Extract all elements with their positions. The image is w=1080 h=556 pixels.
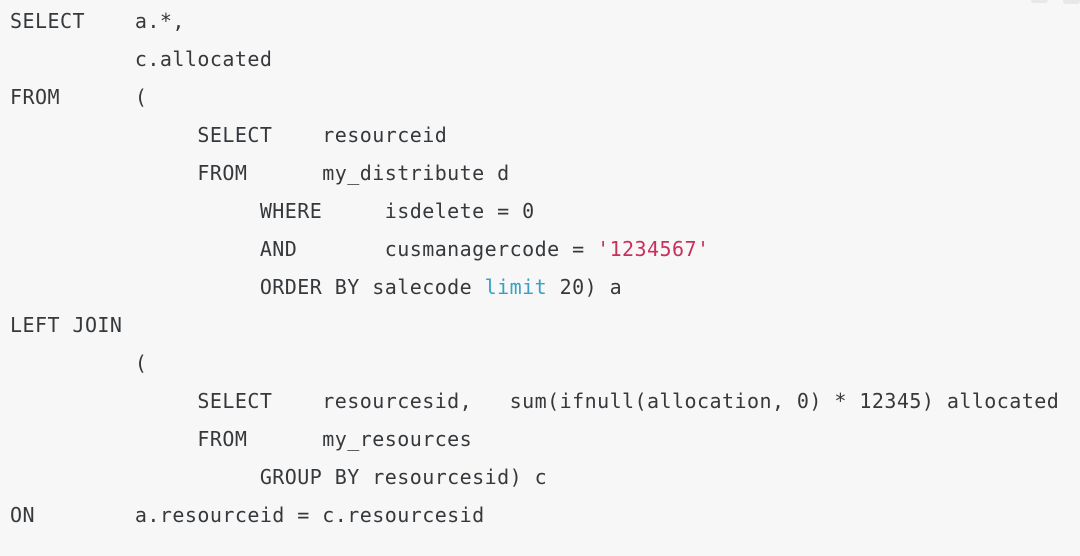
code-text: FROM my_distribute d xyxy=(10,161,510,185)
code-line: SELECT resourceid xyxy=(10,116,1080,154)
code-line: ON a.resourceid = c.resourcesid xyxy=(10,496,1080,534)
code-line: WHERE isdelete = 0 xyxy=(10,192,1080,230)
code-line: SELECT a.*, xyxy=(10,2,1080,40)
code-text: SELECT resourceid xyxy=(10,123,448,147)
code-text: c.allocated xyxy=(10,47,273,71)
cropped-button-artifact xyxy=(1063,0,1080,4)
code-text: GROUP BY resourcesid) c xyxy=(10,465,548,489)
code-line: GROUP BY resourcesid) c xyxy=(10,458,1080,496)
code-line: ( xyxy=(10,344,1080,382)
code-line: SELECT resourcesid, sum(ifnull(allocatio… xyxy=(10,382,1080,420)
code-line: FROM my_distribute d xyxy=(10,154,1080,192)
cropped-button-artifact xyxy=(1031,0,1048,3)
code-token-keyword: limit xyxy=(484,275,548,299)
code-line: FROM my_resources xyxy=(10,420,1080,458)
code-line: ORDER BY salecode limit 20) a xyxy=(10,268,1080,306)
code-token-string: '1234567' xyxy=(597,237,710,261)
code-text: 20) a xyxy=(547,275,623,299)
code-text: AND cusmanagercode = xyxy=(10,237,598,261)
code-text: ON a.resourceid = c.resourcesid xyxy=(10,503,485,527)
code-text: FROM ( xyxy=(10,85,148,109)
code-line: c.allocated xyxy=(10,40,1080,78)
code-text: ( xyxy=(10,351,148,375)
code-line: AND cusmanagercode = '1234567' xyxy=(10,230,1080,268)
code-text: FROM my_resources xyxy=(10,427,473,451)
code-text: ORDER BY salecode xyxy=(10,275,485,299)
code-text: SELECT a.*, xyxy=(10,9,185,33)
code-line: LEFT JOIN xyxy=(10,306,1080,344)
code-line: FROM ( xyxy=(10,78,1080,116)
code-text: LEFT JOIN xyxy=(10,313,123,337)
code-text: WHERE isdelete = 0 xyxy=(10,199,535,223)
code-text: SELECT resourcesid, sum(ifnull(allocatio… xyxy=(10,389,1060,413)
